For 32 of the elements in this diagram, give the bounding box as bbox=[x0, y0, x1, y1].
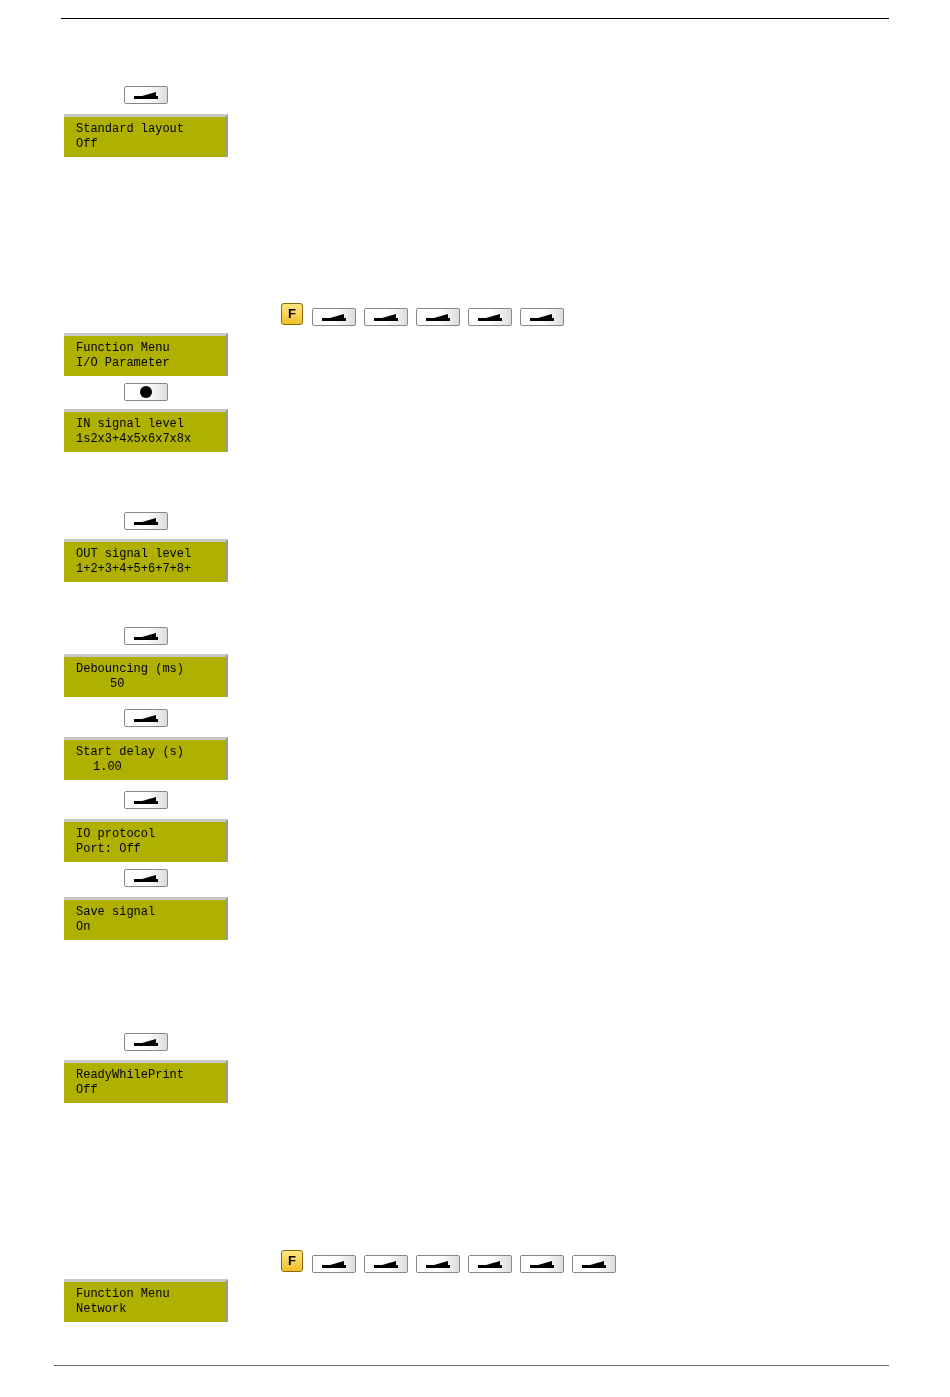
display-value: 1+2+3+4+5+6+7+8+ bbox=[76, 562, 193, 577]
lcd-display bbox=[64, 737, 228, 780]
display-line: IO protocol bbox=[76, 827, 157, 842]
display-line: ReadyWhilePrint bbox=[76, 1068, 186, 1083]
display-value: I/O Parameter bbox=[76, 356, 171, 371]
display-value: Off bbox=[76, 137, 99, 152]
function-key: F bbox=[281, 1250, 303, 1272]
display-line: OUT signal level bbox=[76, 547, 193, 562]
display-line: Save signal bbox=[76, 905, 157, 920]
display-value: Network bbox=[76, 1302, 128, 1317]
lcd-display bbox=[64, 114, 228, 157]
lcd-display bbox=[64, 333, 228, 376]
display-line: Standard layout bbox=[76, 122, 186, 137]
lcd-display bbox=[64, 1060, 228, 1103]
display-line: Function Menu bbox=[76, 341, 171, 356]
display-value: 1.00 bbox=[92, 760, 123, 775]
lcd-display bbox=[64, 409, 228, 452]
lcd-display bbox=[64, 897, 228, 940]
display-value: Off bbox=[76, 1083, 99, 1098]
function-key: F bbox=[281, 303, 303, 325]
lcd-display bbox=[64, 539, 228, 582]
display-line: Function Menu bbox=[76, 1287, 171, 1302]
display-line: IN signal level bbox=[76, 417, 186, 432]
display-line: Start delay (s) bbox=[76, 745, 186, 760]
display-line: Debouncing (ms) bbox=[76, 662, 186, 677]
lcd-display bbox=[64, 1279, 228, 1322]
display-value: On bbox=[76, 920, 92, 935]
lcd-display bbox=[64, 819, 228, 862]
display-value: Port: Off bbox=[76, 842, 142, 857]
display-value: 1s2x3+4x5x6x7x8x bbox=[76, 432, 193, 447]
display-value: 50 bbox=[109, 677, 126, 692]
lcd-display bbox=[64, 654, 228, 697]
